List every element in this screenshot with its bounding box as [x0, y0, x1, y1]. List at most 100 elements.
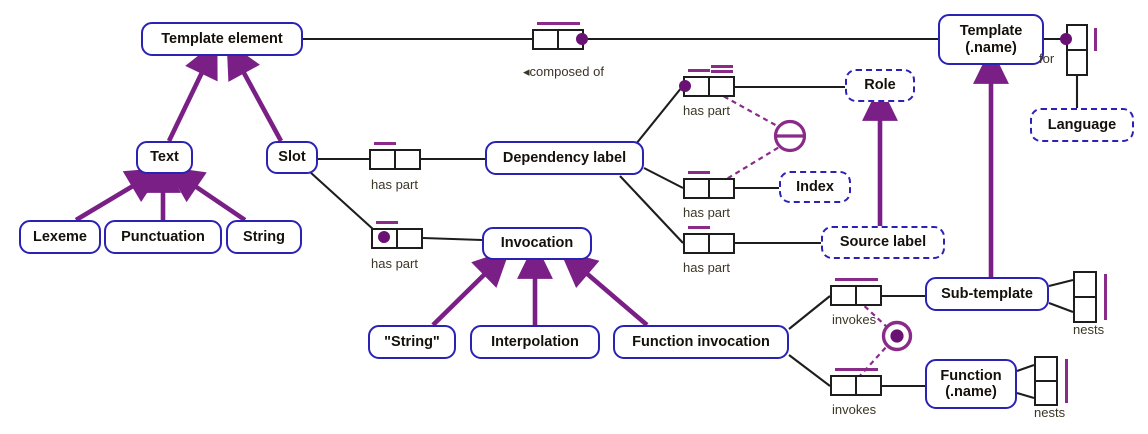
predicate-role-cell[interactable] — [685, 180, 708, 197]
predicate-role-cell[interactable] — [394, 151, 419, 168]
predicate-reading-dl-has-part-role: has part — [683, 103, 730, 118]
predicate-role-cell[interactable] — [534, 31, 557, 48]
predicate-box-invokes-sub-template[interactable] — [830, 285, 882, 306]
predicate-reading-slot-has-part-2: has part — [371, 256, 418, 271]
predicate-role-cell[interactable] — [832, 377, 855, 394]
exclusion-constraint-icon — [773, 119, 807, 153]
uniqueness-bar — [1065, 359, 1068, 403]
predicate-box-function-nests[interactable] — [1034, 356, 1058, 406]
entity-label: Language — [1047, 116, 1117, 133]
entity-label: Dependency label — [502, 149, 627, 166]
link-dependencylabel-haspartrole — [635, 86, 683, 145]
entity-template[interactable]: Template (.name) — [938, 14, 1044, 65]
entity-sub-template[interactable]: Sub-template — [925, 277, 1049, 311]
fact-connector-lines — [303, 37, 1079, 400]
entity-label: Template element — [161, 30, 283, 47]
predicate-role-cell[interactable] — [855, 287, 880, 304]
uniqueness-bar — [835, 368, 878, 371]
predicate-role-cell[interactable] — [1075, 273, 1095, 296]
link-function-nests-b — [1016, 391, 1035, 400]
entity-source-label[interactable]: Source label — [821, 226, 945, 259]
uniqueness-bar — [688, 171, 710, 174]
link-function-nests-a — [1016, 364, 1035, 372]
entity-language[interactable]: Language — [1030, 108, 1134, 142]
entity-slot[interactable]: Slot — [266, 141, 318, 174]
predicate-reading-function-nests: nests — [1034, 405, 1066, 420]
predicate-reading-composed-of: ◂composed of — [523, 64, 604, 79]
entity-label: Invocation — [500, 235, 574, 252]
entity-label: Lexeme — [32, 228, 87, 245]
entity-text[interactable]: Text — [136, 141, 193, 174]
subtype-fninvocation-invocation — [559, 250, 649, 327]
link-haspart2-invocation — [422, 236, 483, 242]
entity-label: Punctuation — [121, 228, 205, 245]
inclusiveor-link-sub — [857, 299, 889, 329]
entity-role[interactable]: Role — [845, 69, 915, 102]
predicate-role-cell[interactable] — [1036, 380, 1056, 404]
entity-label: Function (.name) — [940, 367, 1002, 400]
predicate-reading-invokes-sub-template: invokes — [832, 312, 877, 327]
entity-function[interactable]: Function (.name) — [925, 359, 1017, 409]
predicate-box-template-for[interactable] — [1066, 24, 1088, 76]
entity-string-literal[interactable]: "String" — [368, 325, 456, 359]
predicate-role-cell[interactable] — [557, 31, 582, 48]
predicate-role-cell[interactable] — [1075, 296, 1095, 321]
predicate-role-cell[interactable] — [685, 235, 708, 252]
predicate-role-cell[interactable] — [371, 151, 394, 168]
entity-invocation[interactable]: Invocation — [482, 227, 592, 260]
predicate-role-cell[interactable] — [855, 377, 880, 394]
uniqueness-bar — [1094, 28, 1097, 51]
predicate-role-cell[interactable] — [1036, 358, 1056, 380]
inclusiveor-link-fn — [857, 344, 889, 379]
predicate-box-dl-has-part-src[interactable] — [683, 233, 735, 254]
entity-lexeme[interactable]: Lexeme — [19, 220, 101, 254]
predicate-reading-invokes-function: invokes — [832, 402, 877, 417]
subtype-arrows — [74, 40, 1009, 327]
subtype-string-text — [166, 166, 247, 222]
entity-label: Template (.name) — [959, 23, 1023, 56]
predicate-role-cell[interactable] — [708, 78, 733, 95]
entity-punctuation[interactable]: Punctuation — [104, 220, 222, 254]
mandatory-role-dot — [679, 80, 691, 92]
link-dependencylabel-haspartindex — [643, 167, 684, 189]
constraint-links — [715, 91, 889, 379]
predicate-box-invokes-function[interactable] — [830, 375, 882, 396]
inclusive-or-constraint-icon — [881, 320, 913, 352]
uniqueness-bar — [1104, 274, 1107, 320]
uniqueness-bar — [711, 70, 733, 73]
predicate-role-cell[interactable] — [832, 287, 855, 304]
entity-function-invocation[interactable]: Function invocation — [613, 325, 789, 359]
entity-label: Sub-template — [941, 285, 1033, 302]
predicate-role-cell[interactable] — [1068, 49, 1086, 74]
exclusion-link-role — [715, 91, 780, 128]
link-subtemplate-nests-a — [1048, 278, 1074, 288]
entity-interpolation[interactable]: Interpolation — [470, 325, 600, 359]
predicate-reading-sub-template-nests: nests — [1073, 322, 1105, 337]
mandatory-role-dot — [378, 231, 390, 243]
entity-label: Text — [150, 149, 179, 166]
mandatory-role-dot — [1060, 33, 1072, 45]
predicate-box-dl-has-part-index[interactable] — [683, 178, 735, 199]
link-fninvocation-invokesfn — [788, 354, 831, 387]
subtype-slot-templateelement — [226, 40, 284, 143]
predicate-reading-slot-has-part: has part — [371, 177, 418, 192]
link-slot-haspart2 — [309, 171, 375, 231]
entity-template-element[interactable]: Template element — [141, 22, 303, 56]
entity-string[interactable]: String — [226, 220, 302, 254]
uniqueness-bar — [711, 65, 733, 68]
link-fninvocation-invokessub — [788, 295, 831, 330]
mandatory-role-dot — [576, 33, 588, 45]
link-dependencylabel-haspartsrc — [619, 175, 684, 244]
predicate-role-cell[interactable] — [396, 230, 421, 247]
entity-label: Index — [796, 178, 834, 195]
predicate-box-sub-template-nests[interactable] — [1073, 271, 1097, 323]
predicate-role-cell[interactable] — [708, 235, 733, 252]
entity-index[interactable]: Index — [779, 171, 851, 203]
predicate-box-slot-has-part[interactable] — [369, 149, 421, 170]
uniqueness-bar — [835, 278, 878, 281]
entity-label: Slot — [278, 149, 306, 166]
predicate-role-cell[interactable] — [708, 180, 733, 197]
entity-dependency-label[interactable]: Dependency label — [485, 141, 644, 175]
